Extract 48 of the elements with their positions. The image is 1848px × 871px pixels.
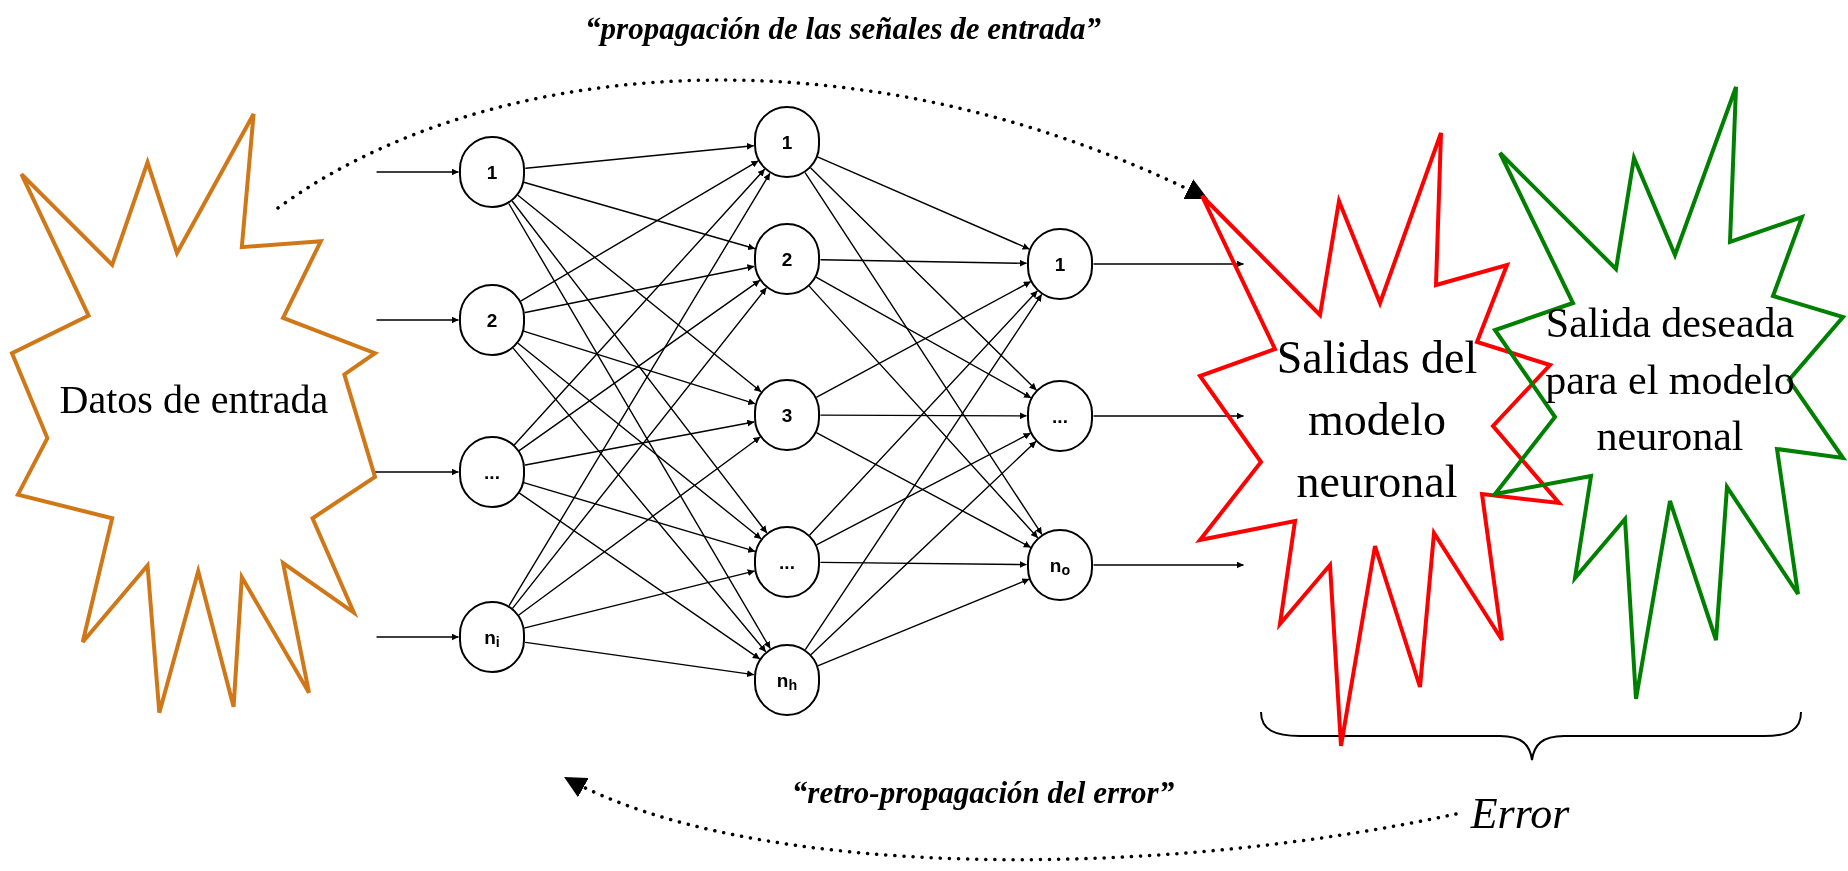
arrow (1093, 412, 1244, 420)
arrow (511, 200, 768, 534)
neuron-label: 2 (781, 249, 793, 269)
starburst-text: Salida deseada para el modelo neuronal (1544, 298, 1796, 462)
arrow (804, 172, 1043, 535)
arrow (810, 441, 1037, 655)
arrow (810, 167, 1037, 391)
arrow (376, 633, 459, 641)
arrow (1093, 260, 1244, 268)
arrow (517, 194, 762, 393)
neuron-label: ... (779, 552, 795, 572)
arrow (508, 203, 771, 649)
arrow (820, 561, 1027, 569)
arrow (525, 142, 754, 169)
error-text: Error (1458, 788, 1582, 840)
arrow (376, 316, 459, 324)
arrow (518, 436, 761, 616)
neuron-label: 1 (1054, 254, 1066, 274)
arrow (524, 641, 755, 678)
neuron-label: 3 (781, 405, 793, 425)
arrow (374, 468, 459, 476)
arrow (376, 168, 459, 176)
starburst-text: Salidas del modelo neuronal (1275, 330, 1479, 510)
arrow (512, 287, 767, 609)
arrow (512, 347, 767, 653)
arrow (524, 419, 755, 466)
neuron-label: ... (1052, 406, 1068, 426)
arrow (513, 168, 766, 446)
arrow (804, 294, 1043, 650)
arrow (820, 412, 1027, 420)
neuron-label: 1 (486, 162, 498, 182)
arrow (517, 342, 762, 540)
dotted-arrow (564, 776, 1458, 862)
arrow (524, 264, 755, 314)
arrow (1093, 561, 1244, 569)
arrow (820, 259, 1027, 267)
neuron-label: 2 (486, 310, 498, 330)
neuron-label: ... (484, 462, 500, 482)
arrow (508, 173, 771, 606)
neuron-label: n$_{h}$ (776, 670, 798, 690)
arrow (520, 160, 759, 302)
neuron-label: n$_{o}$ (1049, 555, 1071, 575)
starburst-text: Datos de entrada (58, 376, 330, 424)
neuron-label: n$_{i}$ (484, 627, 500, 647)
arrow (518, 279, 761, 452)
neuron-label: 1 (781, 132, 793, 152)
arrow (524, 569, 755, 629)
arrow (519, 492, 760, 660)
